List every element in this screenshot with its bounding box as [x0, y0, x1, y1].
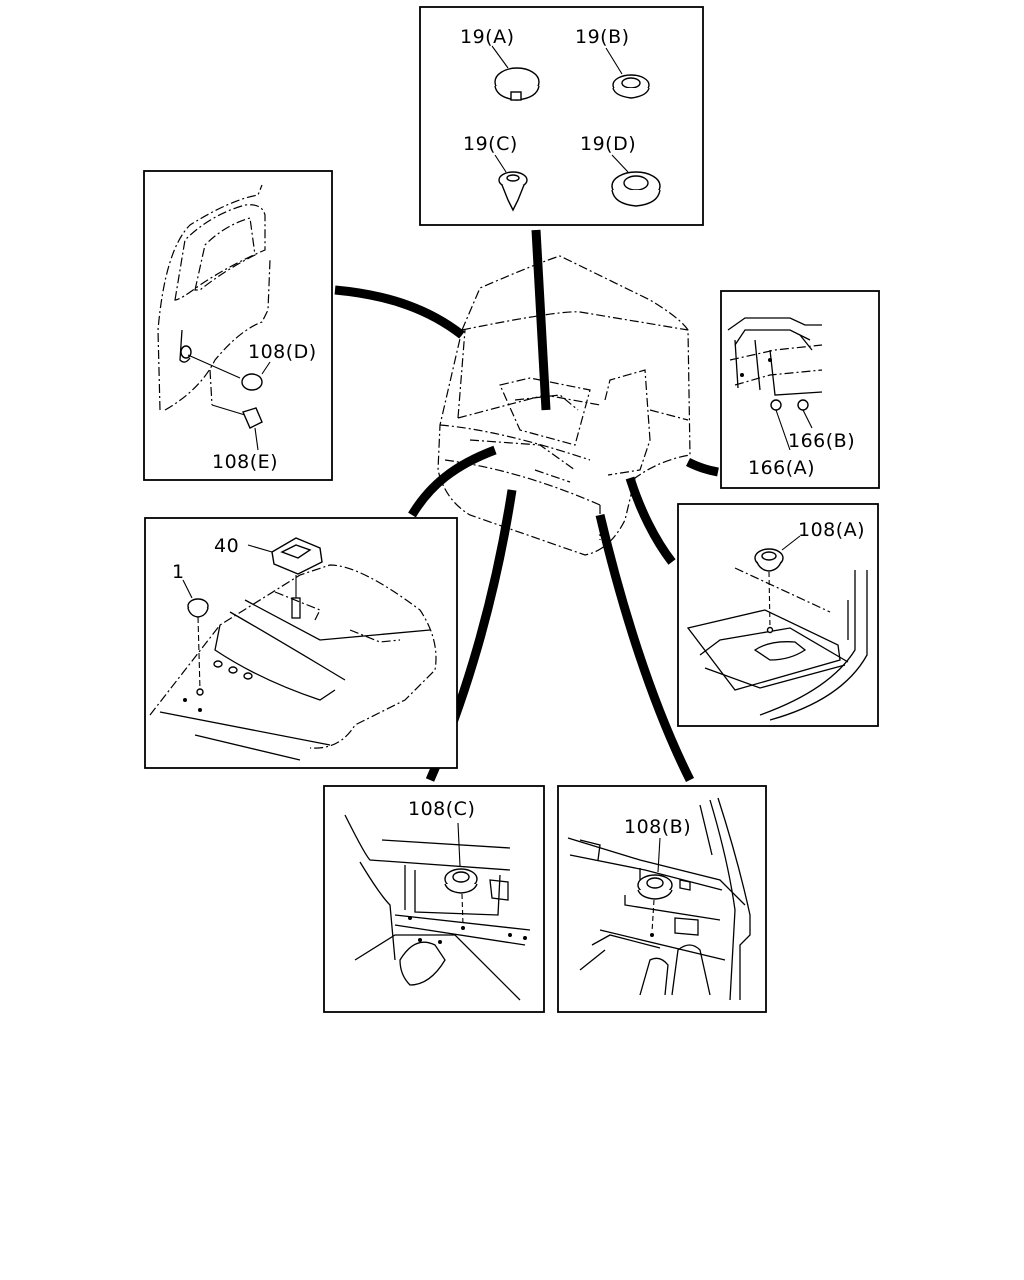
detail-box-clips-19: 19(A) 19(B) 19(C) 19(D) — [419, 6, 704, 226]
label-19c: 19(C) — [463, 133, 518, 155]
label-1: 1 — [172, 561, 185, 583]
label-166b: 166(B) — [788, 430, 855, 452]
label-166a: 166(A) — [748, 457, 815, 479]
detail-box-side-panel: 166(B) 166(A) — [720, 290, 880, 489]
label-108b: 108(B) — [624, 816, 691, 838]
label-108d: 108(D) — [248, 341, 317, 363]
detail-box-108a: 108(A) — [677, 503, 879, 727]
detail-box-108b: 108(B) — [557, 785, 767, 1013]
label-40: 40 — [214, 535, 239, 557]
label-108a: 108(A) — [798, 519, 865, 541]
detail-box-108c: 108(C) — [323, 785, 545, 1013]
label-19d: 19(D) — [580, 133, 636, 155]
label-108e: 108(E) — [212, 451, 278, 473]
detail-box-door: 108(D) 108(E) — [143, 170, 333, 481]
label-108c: 108(C) — [408, 798, 475, 820]
label-19b: 19(B) — [575, 26, 630, 48]
label-19a: 19(A) — [460, 26, 515, 48]
cab-overview — [437, 255, 691, 556]
detail-box-floor: 40 1 — [144, 517, 458, 769]
